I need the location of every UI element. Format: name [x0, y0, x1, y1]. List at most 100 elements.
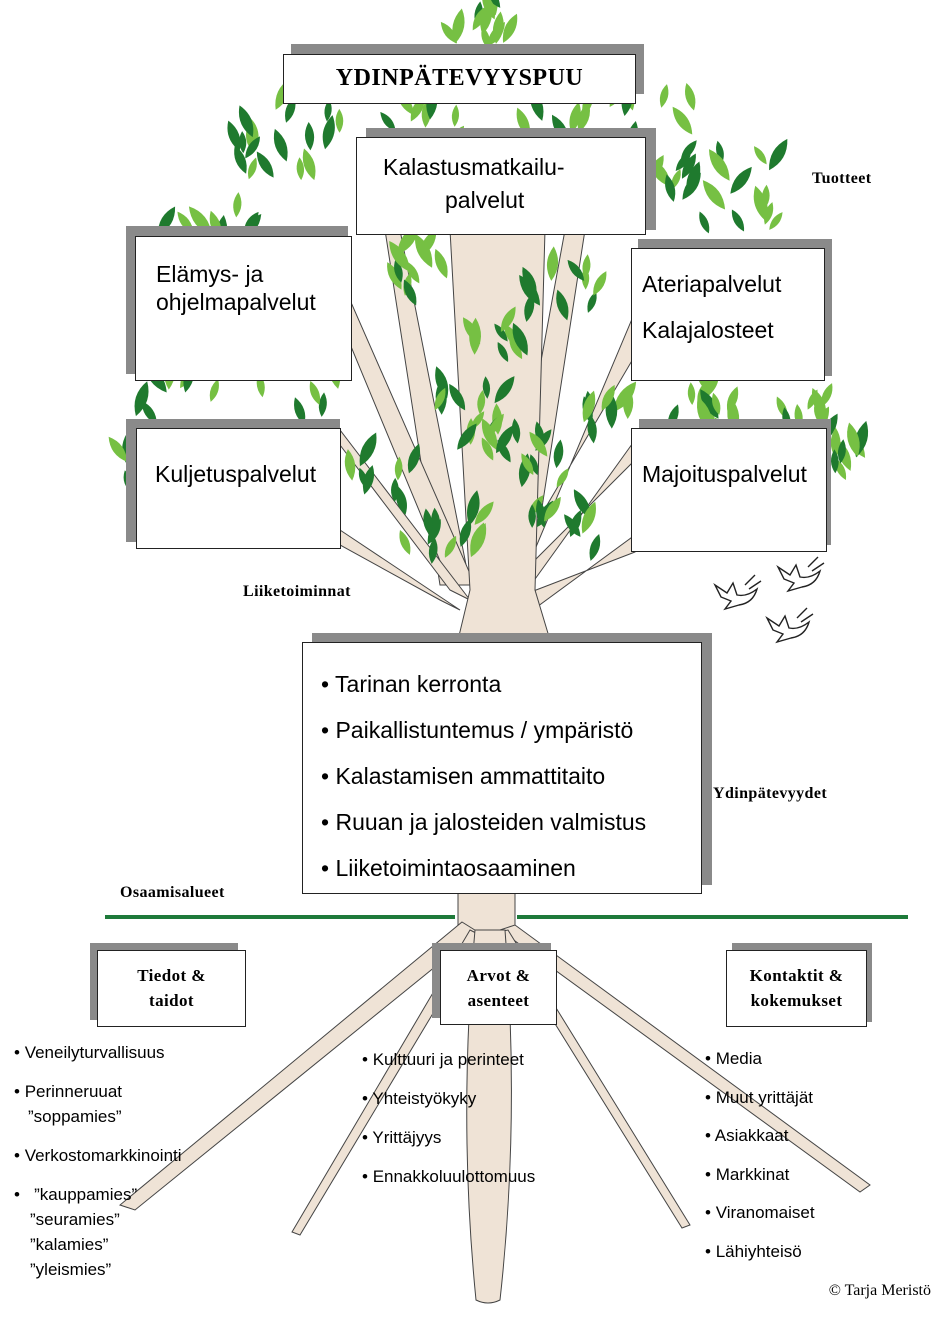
leaf [134, 381, 149, 417]
leaf [440, 21, 458, 44]
product-top-line-1: Kalastusmatkailu- [383, 154, 565, 180]
leaf [485, 0, 498, 16]
leaf [469, 317, 481, 355]
list-item: • Media [705, 1049, 762, 1068]
trunk-lower [457, 887, 516, 931]
leaf [394, 258, 403, 283]
leaf [556, 289, 569, 321]
leaf [731, 209, 745, 232]
list-item: • Yrittäjyys [362, 1128, 442, 1147]
leaf [227, 120, 241, 152]
leaf [587, 414, 597, 444]
business-left-label: Kuljetuspalvelut [155, 461, 317, 487]
leaf [685, 82, 696, 111]
leaf [423, 508, 433, 536]
leaf [467, 490, 480, 526]
dove-icon [776, 556, 825, 593]
leaf [459, 518, 472, 547]
label-business: Liiketoiminnat [243, 583, 351, 600]
leaf [209, 379, 219, 402]
list-item: • Lähiyhteisö [705, 1241, 802, 1261]
leaf [399, 530, 411, 555]
area-values-title: Arvot &asenteet [466, 966, 531, 1010]
list-item: • Tarinan kerronta [321, 671, 502, 697]
list-item: • Verkostomarkkinointi [14, 1146, 182, 1165]
list-item: • Ruuan ja jalosteiden valmistus [321, 809, 647, 835]
product-box-right: Ateriapalvelut Kalajalosteet [631, 248, 825, 381]
leaf [672, 106, 693, 135]
list-item: • Asiakkaat [705, 1126, 789, 1145]
leaf [601, 384, 615, 411]
leaf [837, 439, 846, 464]
area-knowledge-title: Tiedot &taidot [137, 966, 206, 1010]
list-item: ”kalamies” [30, 1235, 109, 1254]
list-item: • Paikallistuntemus / ympäristö [321, 717, 634, 743]
leaf [847, 422, 860, 457]
list-item: ”soppamies” [28, 1107, 122, 1126]
list-item: • Viranomaiset [705, 1203, 815, 1222]
leaf [403, 279, 417, 306]
leaf [830, 427, 841, 459]
area-box-values: Arvot &asenteet [440, 950, 557, 1025]
leaf [497, 341, 509, 362]
leaf [769, 138, 788, 171]
leaf [141, 401, 157, 425]
leaf [699, 211, 710, 234]
dove-icon [713, 574, 762, 611]
leaf [324, 99, 332, 122]
leaf [256, 151, 274, 178]
leaf [359, 432, 377, 467]
leaf [702, 180, 726, 210]
leaf [821, 383, 833, 407]
leaf [296, 157, 305, 181]
leaf [546, 246, 559, 281]
leaf [428, 537, 438, 564]
leaf [659, 84, 669, 108]
leaf [247, 157, 257, 180]
leaf [753, 185, 768, 222]
area-contacts-title: Kontaktit &kokemukset [749, 966, 844, 1010]
label-areas: Osaamisalueet [120, 884, 225, 901]
leaf [511, 418, 521, 444]
leaf [681, 153, 696, 179]
tree-trunk [118, 229, 871, 1304]
leaf [457, 423, 477, 450]
leaf [238, 105, 254, 138]
leaf [427, 519, 441, 545]
leaf [726, 386, 739, 413]
leaf [108, 436, 128, 462]
leaf [414, 233, 433, 268]
root-left [118, 921, 479, 1211]
leaf [569, 510, 582, 538]
leaf [470, 522, 487, 558]
leaf [335, 108, 344, 133]
leaf [304, 121, 315, 151]
leaf [492, 11, 504, 44]
list-item: ”yleismies” [30, 1260, 112, 1279]
list-item: • Liiketoimintaosaaminen [321, 855, 576, 881]
knowledge-list: • Veneilyturvallisuus • Perinneruuat ”so… [14, 1040, 182, 1282]
list-item: • Yhteistyökyky [362, 1089, 477, 1108]
leaf [472, 5, 488, 31]
leaf [482, 0, 496, 20]
leaf [807, 389, 818, 410]
leaf [434, 248, 448, 279]
core-competences-box: • Tarinan kerronta • Paikallistuntemus /… [302, 642, 702, 894]
leaf [754, 146, 767, 165]
leaf [380, 112, 396, 132]
product-right-line-2: Kalajalosteet [642, 317, 774, 343]
dove-icon [765, 607, 814, 644]
leaf [387, 262, 402, 290]
product-right-line-1: Ateriapalvelut [642, 271, 782, 297]
leaf [451, 104, 459, 127]
leaf [502, 13, 518, 43]
product-top-line-2: palvelut [445, 187, 525, 213]
leaf [521, 453, 534, 476]
leaf [294, 397, 306, 425]
leaf [362, 465, 375, 495]
doves-illustration [713, 556, 825, 644]
list-item: • Veneilyturvallisuus [14, 1043, 165, 1062]
leaf [391, 477, 399, 503]
